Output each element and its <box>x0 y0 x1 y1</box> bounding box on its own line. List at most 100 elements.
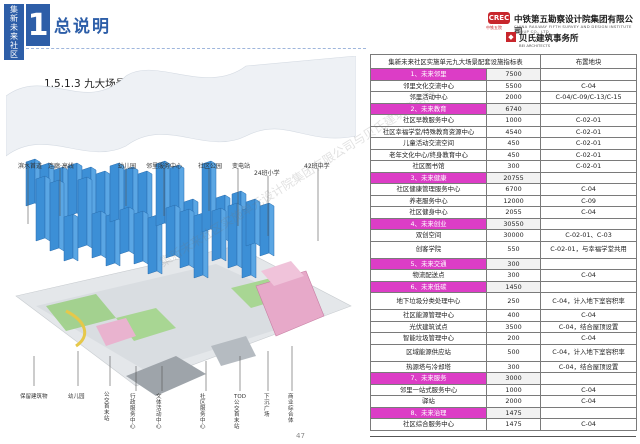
cell-name: 智能垃圾管理中心 <box>370 332 487 345</box>
label-bus-terminal: 公交首末站 <box>104 392 110 422</box>
table-title: 集新未来社区实施单元九大场景配套设施指标表 <box>369 54 542 69</box>
cell-location: C-02-01 <box>540 160 638 173</box>
company-name: 中铁第五勘察设计院集团有限公司 <box>514 15 634 37</box>
tower-side <box>142 210 149 265</box>
label-skywalk: 连廊·高线 <box>48 163 74 170</box>
cell-location <box>540 68 638 81</box>
cell-location <box>540 102 638 115</box>
architect-name-en: BEI ARCHITECTS <box>519 43 551 48</box>
cell-value: 7500 <box>485 68 542 81</box>
cell-name: 7、未来服务 <box>370 372 487 385</box>
masterplan-illustration: 滨水首道 连廊·高线 幼儿园 邻里服务中心 社区公园 变电站 24班小学 42班… <box>5 55 439 436</box>
tower-block <box>91 210 102 259</box>
label-tod-terminal: TOD公交首末站 <box>234 394 246 430</box>
cell-value: 300 <box>485 360 542 373</box>
cell-value: 3000 <box>485 372 542 385</box>
cell-location: C-04 <box>540 332 638 345</box>
cell-location: C-04，结合屋顶设置 <box>540 320 638 333</box>
cell-value: 300 <box>485 160 542 173</box>
cell-location: C-02-01 <box>540 125 638 138</box>
cell-value: 30550 <box>485 217 542 230</box>
label-commercial-complex: 商业综合体 <box>288 394 294 424</box>
tower-block <box>133 210 144 265</box>
cell-location: C-04，计入地下室容积率 <box>540 343 638 362</box>
cell-name: 邻里文化交流中心 <box>370 79 487 92</box>
cell-location: C-04 <box>540 79 638 92</box>
label-community-service: 社区服务中心 <box>200 394 206 430</box>
cell-name: 儿童活动交流空间 <box>370 137 487 150</box>
cell-value: 400 <box>485 309 542 322</box>
label-sunken-plaza: 下沉广场 <box>264 394 270 418</box>
tower-block <box>119 206 130 255</box>
cell-location <box>540 406 638 419</box>
cell-value: 1450 <box>485 280 542 293</box>
cell-value: 2000 <box>485 91 542 104</box>
cell-name: 8、未来治理 <box>370 406 487 419</box>
header-divider <box>26 48 366 49</box>
cell-location <box>540 280 638 293</box>
cell-name: 双创空间 <box>370 229 487 242</box>
cell-name: 邻里一站式服务中心 <box>370 383 487 396</box>
cell-name: 社区早教服务中心 <box>370 114 487 127</box>
cell-value: 250 <box>485 292 542 310</box>
cell-location: C-04 <box>540 418 638 431</box>
cell-value: 3500 <box>485 320 542 333</box>
cell-name: 5、未来交通 <box>370 257 487 270</box>
cell-location: C-04/C-09/C-13/C-15 <box>540 91 638 104</box>
cell-value: 2055 <box>485 206 542 219</box>
table-bottom-rule <box>370 436 636 437</box>
cell-name: 养老服务中心 <box>370 194 487 207</box>
architect-name: 贝氏建筑事务所 <box>519 34 579 44</box>
cell-value: 5500 <box>485 79 542 92</box>
tower-side <box>114 212 121 267</box>
cell-value: 20755 <box>485 171 542 184</box>
cell-name: 3、未来健康 <box>370 171 487 184</box>
label-kindergarten-top: 幼儿园 <box>118 163 137 170</box>
cell-location: C-04，结合屋顶设置 <box>540 360 638 373</box>
cell-location: C-02-01 <box>540 148 638 161</box>
tower-side <box>72 213 79 262</box>
cell-value: 300 <box>485 269 542 282</box>
cell-name: 6、未来低碳 <box>370 280 487 293</box>
company-name-en: CHINA RAILWAY FIFTH SURVEY AND DESIGN IN… <box>514 24 632 34</box>
architect-logo: ◆ <box>506 32 516 42</box>
cell-name: 1、未来邻里 <box>370 68 487 81</box>
tower-block <box>109 162 120 223</box>
cell-location: C-02-01 <box>540 137 638 150</box>
tower-side <box>86 176 93 249</box>
tower-block <box>35 175 46 242</box>
tower-side <box>128 206 135 255</box>
cell-location: C-04 <box>540 269 638 282</box>
cell-name: 驿站 <box>370 395 487 408</box>
cell-value: 1475 <box>485 418 542 431</box>
cell-name: 老年文化中心/终身教育中心 <box>370 148 487 161</box>
cell-location <box>540 171 638 184</box>
tower-side <box>220 207 227 262</box>
cell-value: 12000 <box>485 194 542 207</box>
cell-name: 邻里活动中心 <box>370 91 487 104</box>
chapter-number: 1 <box>26 4 50 46</box>
cell-location: C-02-01，与幸福学堂共用 <box>540 240 638 259</box>
cell-name: 社区幸福学堂/特殊教育资源中心 <box>370 125 487 138</box>
table-layout-header: 布置地块 <box>540 54 638 69</box>
cell-name: 社区图书馆 <box>370 160 487 173</box>
